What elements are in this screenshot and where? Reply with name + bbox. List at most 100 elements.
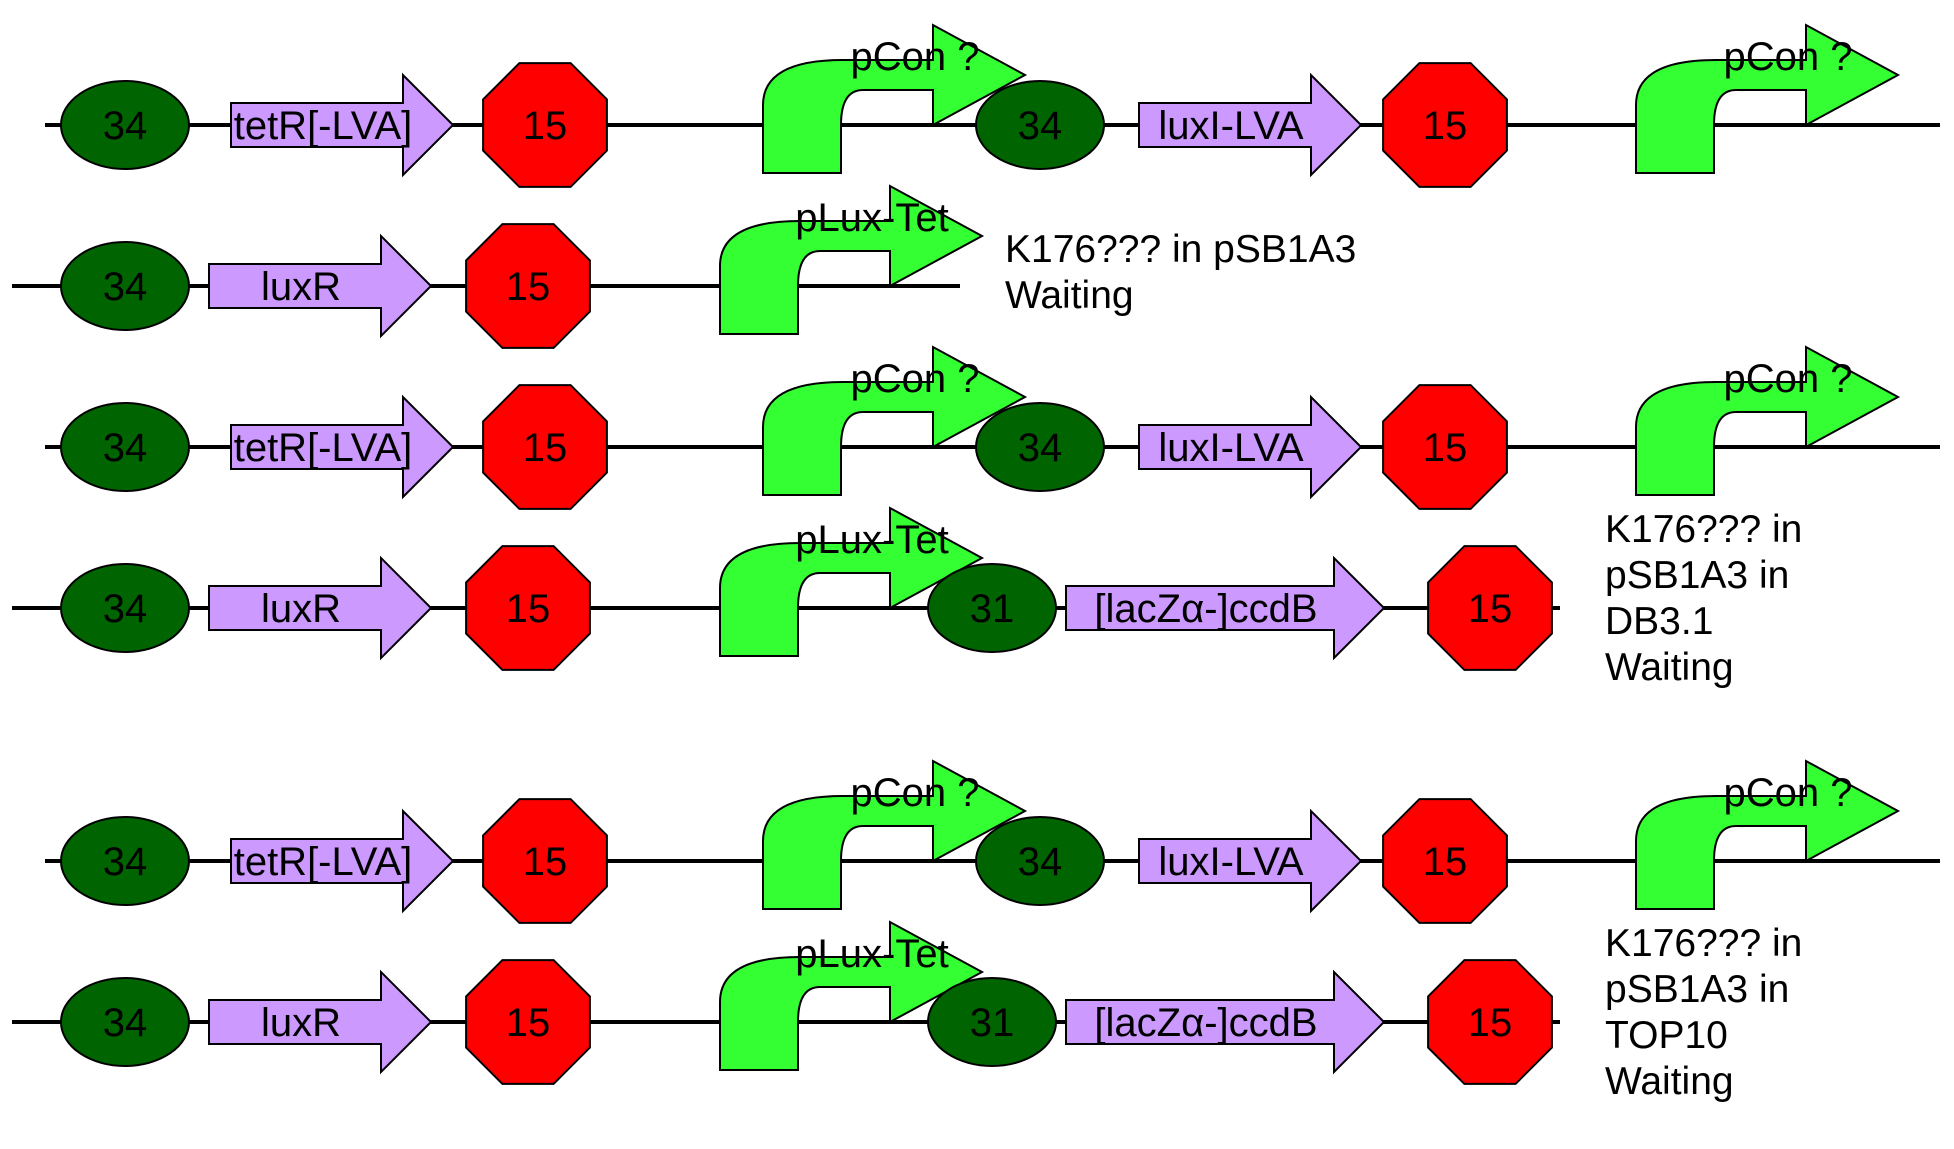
status-note-line: pSB1A3 in xyxy=(1605,968,1789,1011)
rbs-ellipse xyxy=(927,563,1057,653)
terminator-label: 15 xyxy=(1468,587,1513,631)
cds-arrow xyxy=(230,808,455,914)
promoter-label: pLux-Tet xyxy=(795,518,948,562)
status-note-line: Waiting xyxy=(1605,646,1734,689)
promoter-arrow xyxy=(719,506,985,657)
terminator-label: 15 xyxy=(1423,104,1468,148)
promoter-label: pLux-Tet xyxy=(795,932,948,976)
cds-arrow xyxy=(208,233,433,339)
cds-arrow xyxy=(208,555,433,661)
cds-label: luxR xyxy=(261,265,341,309)
status-note-line: K176??? in xyxy=(1605,508,1802,551)
terminator-octagon xyxy=(1382,798,1508,924)
promoter-arrow xyxy=(1635,345,1901,496)
cds-label: luxI-LVA xyxy=(1158,840,1304,884)
cds-label: tetR[-LVA] xyxy=(234,104,413,148)
rbs-label: 34 xyxy=(103,1001,148,1045)
terminator-octagon xyxy=(482,798,608,924)
promoter-label: pCon ? xyxy=(851,771,980,815)
promoter-arrow xyxy=(719,920,985,1071)
promoter-arrow xyxy=(1635,759,1901,910)
terminator-octagon xyxy=(465,223,591,349)
construct-row: 34 luxR 15 pLux-Tet 31 [lacZα-]ccdB 15 K176??? … xyxy=(12,506,1802,689)
promoter-label: pCon ? xyxy=(851,35,980,79)
cds-label: [lacZα-]ccdB xyxy=(1094,587,1317,631)
terminator-octagon xyxy=(465,545,591,671)
promoter-label: pCon ? xyxy=(1724,357,1853,401)
rbs-ellipse xyxy=(975,402,1105,492)
rbs-ellipse xyxy=(60,241,190,331)
terminator-octagon xyxy=(465,959,591,1085)
rbs-ellipse xyxy=(60,977,190,1067)
terminator-label: 15 xyxy=(1423,426,1468,470)
rbs-label: 31 xyxy=(970,587,1015,631)
construct-row: 34 tetR[-LVA] 15 pCon ? 34 luxI-LVA 15 pCon ? xyxy=(45,759,1940,924)
cds-label: luxR xyxy=(261,1001,341,1045)
rbs-label: 34 xyxy=(1018,104,1063,148)
rbs-ellipse xyxy=(927,977,1057,1067)
cds-label: tetR[-LVA] xyxy=(234,426,413,470)
promoter-label: pLux-Tet xyxy=(795,196,948,240)
construct-row: 34 luxR 15 pLux-Tet 31 [lacZα-]ccdB 15 K176??? … xyxy=(12,920,1802,1103)
cds-label: luxR xyxy=(261,587,341,631)
terminator-label: 15 xyxy=(506,265,551,309)
status-note-line: Waiting xyxy=(1605,1060,1734,1103)
promoter-arrow xyxy=(762,759,1028,910)
terminator-octagon xyxy=(1382,384,1508,510)
rbs-label: 31 xyxy=(970,1001,1015,1045)
cds-arrow xyxy=(230,72,455,178)
terminator-octagon xyxy=(1427,959,1553,1085)
rbs-label: 34 xyxy=(1018,426,1063,470)
terminator-label: 15 xyxy=(506,1001,551,1045)
cds-label: luxI-LVA xyxy=(1158,104,1304,148)
status-note-line: K176??? in pSB1A3 xyxy=(1005,228,1356,271)
terminator-label: 15 xyxy=(523,104,568,148)
cds-label: tetR[-LVA] xyxy=(234,840,413,884)
terminator-octagon xyxy=(1382,62,1508,188)
terminator-label: 15 xyxy=(1423,840,1468,884)
rbs-label: 34 xyxy=(103,426,148,470)
rbs-ellipse xyxy=(975,80,1105,170)
cds-label: [lacZα-]ccdB xyxy=(1094,1001,1317,1045)
rbs-label: 34 xyxy=(103,840,148,884)
promoter-label: pCon ? xyxy=(851,357,980,401)
cds-arrow xyxy=(1138,72,1363,178)
rbs-ellipse xyxy=(60,816,190,906)
status-note-line: TOP10 xyxy=(1605,1014,1728,1057)
terminator-label: 15 xyxy=(523,426,568,470)
rbs-ellipse xyxy=(60,80,190,170)
promoter-arrow xyxy=(719,184,985,335)
cds-label: luxI-LVA xyxy=(1158,426,1304,470)
status-note-line: K176??? in xyxy=(1605,922,1802,965)
cds-arrow xyxy=(1065,555,1386,661)
rbs-label: 34 xyxy=(103,587,148,631)
rbs-ellipse xyxy=(60,402,190,492)
rbs-label: 34 xyxy=(1018,840,1063,884)
status-note-line: DB3.1 xyxy=(1605,600,1713,643)
terminator-octagon xyxy=(482,384,608,510)
rbs-label: 34 xyxy=(103,265,148,309)
rbs-ellipse xyxy=(975,816,1105,906)
terminator-octagon xyxy=(482,62,608,188)
cds-arrow xyxy=(1065,969,1386,1075)
cds-arrow xyxy=(230,394,455,500)
rbs-label: 34 xyxy=(103,104,148,148)
terminator-label: 15 xyxy=(1468,1001,1513,1045)
cds-arrow xyxy=(208,969,433,1075)
promoter-label: pCon ? xyxy=(1724,771,1853,815)
construct-row: 34 tetR[-LVA] 15 pCon ? 34 luxI-LVA 15 pCon ? xyxy=(45,345,1940,510)
status-note-line: pSB1A3 in xyxy=(1605,554,1789,597)
promoter-arrow xyxy=(762,23,1028,174)
promoter-arrow xyxy=(762,345,1028,496)
terminator-label: 15 xyxy=(523,840,568,884)
terminator-label: 15 xyxy=(506,587,551,631)
cds-arrow xyxy=(1138,394,1363,500)
cds-arrow xyxy=(1138,808,1363,914)
rbs-ellipse xyxy=(60,563,190,653)
promoter-arrow xyxy=(1635,23,1901,174)
